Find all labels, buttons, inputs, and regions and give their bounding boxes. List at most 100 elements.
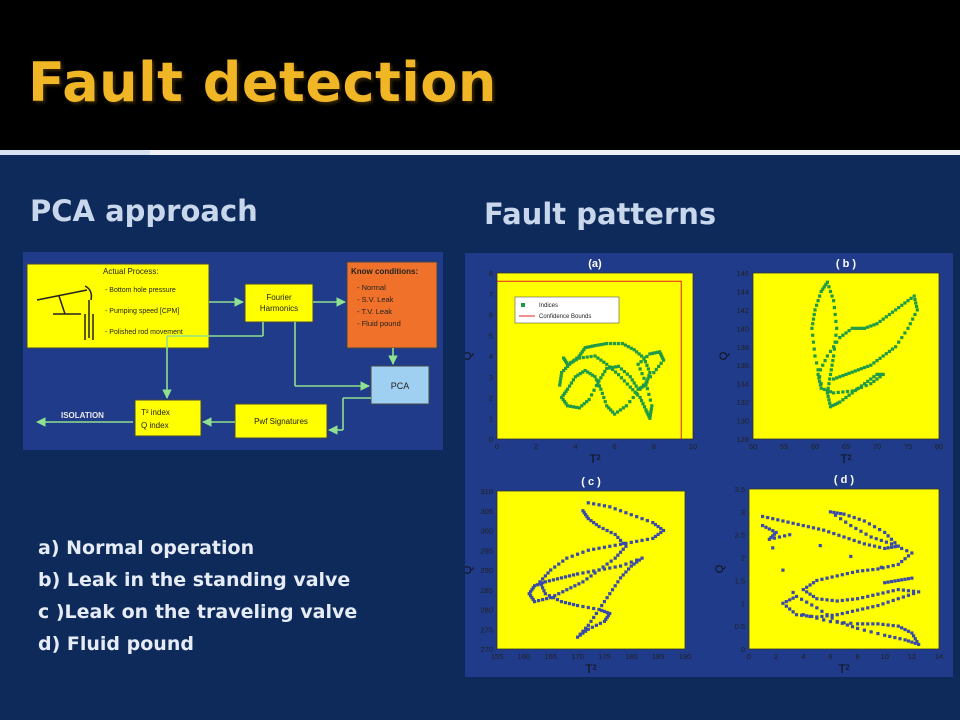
- data-point: [888, 634, 892, 639]
- data-point: [644, 383, 648, 387]
- data-point: [573, 375, 577, 379]
- data-point: [867, 522, 872, 526]
- data-point: [605, 366, 609, 371]
- data-point: [831, 359, 835, 363]
- data-point: [635, 560, 639, 564]
- data-point: [828, 405, 833, 409]
- process-item: - Bottom hole pressure: [105, 287, 176, 294]
- x-tick-label: 0: [495, 442, 499, 451]
- data-point: [605, 615, 609, 619]
- data-point: [589, 619, 593, 623]
- data-point: [815, 578, 819, 583]
- data-point: [871, 605, 875, 609]
- y-tick-label: 1.5: [735, 576, 745, 585]
- pca-box: [370, 365, 430, 405]
- data-point: [866, 364, 870, 368]
- data-point: [887, 312, 891, 317]
- y-tick-label: 3: [489, 373, 493, 382]
- x-axis-label: T²: [838, 662, 849, 676]
- data-point: [559, 600, 564, 604]
- data-point: [637, 352, 641, 356]
- data-point: [624, 404, 628, 408]
- data-point: [621, 406, 626, 410]
- data-point: [834, 319, 838, 324]
- data-point: [616, 373, 621, 377]
- data-point: [605, 562, 609, 566]
- data-point: [608, 366, 612, 370]
- data-point: [575, 603, 580, 608]
- chart-title: (a): [588, 258, 602, 270]
- data-point: [565, 556, 569, 560]
- data-point: [866, 622, 870, 626]
- data-point: [653, 351, 657, 355]
- data-point: [840, 611, 844, 616]
- data-point: [613, 370, 618, 374]
- data-point: [819, 386, 823, 390]
- data-point: [590, 373, 595, 377]
- data-point: [638, 395, 642, 400]
- data-point: [624, 570, 628, 574]
- data-point: [827, 382, 831, 386]
- data-point: [624, 544, 628, 548]
- data-point: [596, 356, 600, 360]
- data-point: [913, 312, 917, 317]
- data-point: [601, 565, 605, 569]
- data-point: [850, 326, 854, 330]
- data-point: [828, 349, 833, 353]
- t2-q-index-box: [134, 399, 202, 437]
- title-divider: [0, 150, 960, 155]
- data-point: [818, 543, 822, 548]
- data-point: [613, 543, 617, 547]
- data-point: [889, 542, 894, 546]
- data-point: [886, 623, 890, 627]
- left-heading: PCA approach: [30, 194, 258, 228]
- data-point: [648, 352, 652, 356]
- data-point: [832, 299, 836, 303]
- y-tick-label: 146: [736, 269, 749, 278]
- actual-process-box: [26, 263, 210, 349]
- y-tick-label: 3.5: [735, 485, 745, 494]
- data-point: [847, 371, 851, 375]
- y-tick-label: 1: [489, 414, 493, 423]
- data-point: [571, 405, 576, 409]
- data-point: [626, 345, 630, 349]
- data-point: [805, 614, 809, 618]
- data-point: [872, 379, 876, 383]
- data-point: [794, 613, 799, 617]
- data-point: [622, 369, 626, 374]
- data-point: [821, 363, 825, 367]
- x-tick-label: 2: [774, 652, 778, 661]
- data-point: [558, 383, 562, 387]
- data-point: [876, 592, 880, 596]
- data-point: [569, 586, 573, 590]
- x-tick-label: 185: [652, 652, 665, 661]
- data-point: [850, 570, 855, 575]
- data-point: [621, 541, 625, 545]
- data-point: [881, 317, 885, 321]
- y-tick-label: 280: [480, 606, 493, 615]
- x-axis-label: T²: [585, 662, 596, 676]
- data-point: [886, 590, 890, 594]
- data-point: [815, 616, 819, 620]
- data-point: [832, 354, 836, 358]
- data-point: [891, 598, 895, 603]
- data-point: [639, 354, 644, 358]
- data-point: [602, 395, 606, 400]
- data-point: [599, 376, 603, 380]
- data-point: [593, 375, 597, 379]
- y-tick-label: 136: [736, 361, 749, 370]
- data-point: [818, 368, 823, 372]
- data-point: [845, 598, 849, 602]
- data-point: [886, 600, 890, 604]
- data-point: [866, 594, 870, 599]
- data-point: [659, 352, 663, 356]
- x-tick-label: 2: [534, 442, 538, 451]
- data-point: [837, 533, 841, 537]
- data-point: [601, 373, 605, 377]
- list-item: c )Leak on the traveling valve: [38, 601, 358, 623]
- data-point: [535, 583, 539, 587]
- fourier-label: Harmonics: [260, 304, 298, 313]
- data-point: [597, 607, 601, 612]
- flow-arrows: [36, 297, 398, 435]
- data-point: [606, 613, 611, 618]
